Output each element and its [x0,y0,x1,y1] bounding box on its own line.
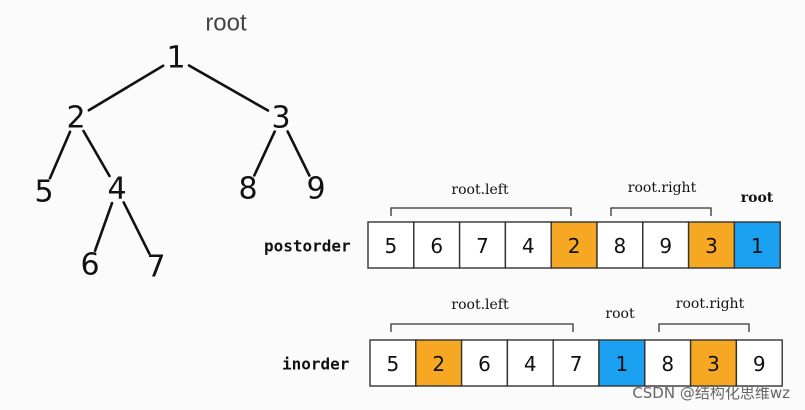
postorder-left-bracket [390,207,572,216]
tree-nodes: 1 2 3 5 4 8 9 6 7 [34,41,325,285]
postorder-cell-value-5: 8 [614,234,627,258]
tree-node-8: 8 [238,172,257,207]
inorder-array: inorder 5 2 6 4 7 1 8 3 9 root.left root root.ri… [282,296,783,387]
postorder-cell-6 [642,221,690,269]
tree-edge-n2-n4 [82,129,111,178]
tree-edge-n1-n3 [187,64,270,112]
inorder-left-bracket [390,323,574,332]
tree-node-3: 3 [271,101,290,136]
tree-edge-n1-n2 [87,64,165,112]
postorder-cell-value-7: 3 [705,234,718,258]
tree-edge-n3-n8 [253,130,276,177]
postorder-left-annotation: root.left [451,182,509,198]
tree-node-6: 6 [80,248,99,283]
postorder-root-annotation: root [741,190,774,206]
inorder-cell-4 [552,339,600,387]
inorder-cell-7 [689,339,738,387]
postorder-cell-value-4: 2 [568,234,581,258]
inorder-cell-value-2: 6 [478,352,491,376]
tree-node-7: 7 [146,250,165,285]
postorder-cell-value-6: 9 [659,234,672,258]
postorder-right-annotation: root.right [628,180,697,196]
postorder-cell-3 [504,221,552,269]
postorder-cell-0 [367,221,415,269]
tree-node-5: 5 [34,175,53,210]
inorder-left-annotation: root.left [451,297,509,313]
tree-node-9: 9 [306,172,325,207]
tree-edge-n4-n7 [122,201,151,255]
inorder-right-bracket [658,323,750,332]
tree-node-1: 1 [166,41,185,76]
postorder-right-bracket [610,207,712,216]
postorder-label: postorder [264,237,351,256]
inorder-cell-value-8: 9 [753,352,766,376]
binary-tree: root 1 2 3 5 4 8 9 6 7 [34,10,325,285]
tree-node-4: 4 [107,172,126,207]
inorder-cell-8 [735,339,783,387]
inorder-cell-value-7: 3 [707,352,720,376]
inorder-cell-value-6: 8 [661,352,674,376]
postorder-cell-2 [458,221,507,269]
postorder-array: postorder 5 6 7 4 2 8 9 3 1 root.left root.right… [264,180,781,269]
inorder-cell-value-1: 2 [432,352,445,376]
inorder-right-annotation: root.right [676,296,745,312]
postorder-cell-1 [413,221,461,269]
inorder-root-annotation: root [605,306,635,322]
postorder-cell-8 [733,221,781,269]
inorder-cell-value-5: 1 [616,352,629,376]
inorder-cell-value-0: 5 [387,352,400,376]
inorder-cell-3 [506,339,554,387]
postorder-cell-value-3: 4 [522,234,535,258]
postorder-cell-value-2: 7 [476,234,489,258]
inorder-label: inorder [282,355,349,374]
postorder-cell-7 [687,221,736,269]
inorder-cells: 5 2 6 4 7 1 8 3 9 [369,339,783,387]
inorder-cell-5 [598,339,646,387]
postorder-cell-value-0: 5 [385,234,398,258]
tree-root-caption: root [205,10,247,37]
tree-edge-n2-n5 [48,130,72,180]
tree-edges [48,64,311,255]
postorder-cells: 5 6 7 4 2 8 9 3 1 [367,221,781,269]
inorder-cell-6 [644,339,692,387]
postorder-cell-5 [596,221,644,269]
inorder-cell-value-4: 7 [570,352,583,376]
tree-node-2: 2 [66,101,85,136]
tree-edge-n4-n6 [93,201,114,253]
postorder-cell-value-1: 6 [430,234,443,258]
tree-edge-n3-n9 [286,130,311,177]
inorder-cell-1 [415,339,463,387]
postorder-cell-value-8: 1 [751,234,764,258]
csdn-watermark: CSDN @结构化思维wz [632,384,790,402]
inorder-cell-value-3: 4 [524,352,537,376]
inorder-cell-0 [369,339,417,387]
